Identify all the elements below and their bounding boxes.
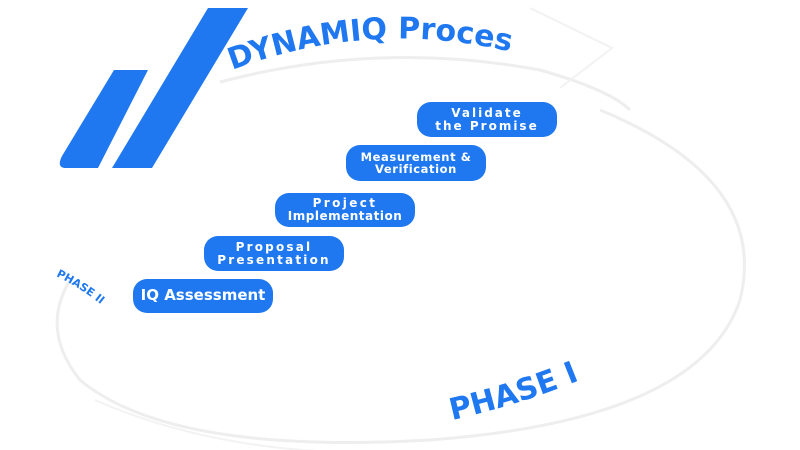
phase-2-label: PHASE II [55,267,107,307]
step-label-line-1: Measurement & [360,149,472,164]
step-pill-iq-assessment: IQ Assessment [133,279,273,313]
step-label-line-1: Proposal [235,239,313,254]
step-pill-validate-the-promise: Validate the Promise [417,102,557,137]
phase-1-label: PHASE I [446,355,583,428]
step-label-line-2: the Promise [435,118,539,133]
step-label-line-1: Validate [451,105,523,120]
step-pill-proposal-presentation: Proposal Presentation [204,236,344,271]
step-label-line-2: Presentation [217,252,331,267]
cycle-swoosh-icon [55,7,746,450]
step-label-line-1: Project [312,196,378,211]
step-label: IQ Assessment [140,286,266,305]
diagram-title: DYNAMIQ Process [0,0,516,77]
double-slash-logo-icon [59,8,248,168]
step-pill-measurement-verification: Measurement & Verification [346,145,486,181]
step-label-line-2: Implementation [287,209,403,223]
step-label-line-2: Verification [375,162,457,176]
step-pill-project-implementation: Project Implementation [275,193,415,227]
